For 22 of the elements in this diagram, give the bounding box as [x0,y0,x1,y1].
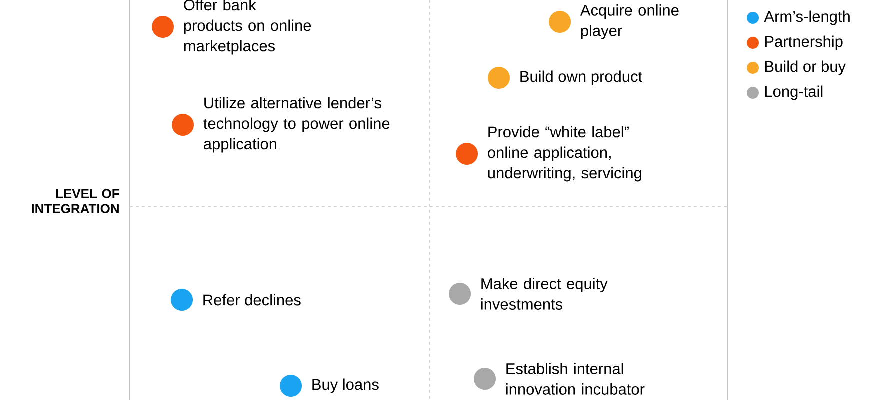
legend-label: Build or buy [765,60,846,76]
data-dot [172,114,194,136]
point-label: Utilize alternative lender’s technology to power online application [204,97,390,153]
point-label: Make direct equity investments [481,278,608,310]
data-dot [456,143,478,165]
data-dot [474,368,496,390]
point-label: Acquire online player [580,4,679,40]
legend-label: Arm’s-length [764,10,850,26]
point-label: Refer declines [204,294,301,306]
point-label: Buy loans [312,378,379,394]
point-label: Provide “white label” online application, underwriting, servicing [488,126,642,182]
data-dot [152,16,174,38]
data-dot [488,67,510,89]
data-dot [549,11,571,33]
axis-label: LEVEL OF INTEGRATION [32,189,120,214]
legend-label: Partnership [765,36,843,50]
data-dot [280,375,302,397]
point-label: Build own product [520,70,642,86]
legend-label: Long-tail [765,86,823,100]
point-label: Establish internal innovation incubator [506,363,645,395]
data-dot [171,289,193,311]
data-dot [449,283,471,305]
